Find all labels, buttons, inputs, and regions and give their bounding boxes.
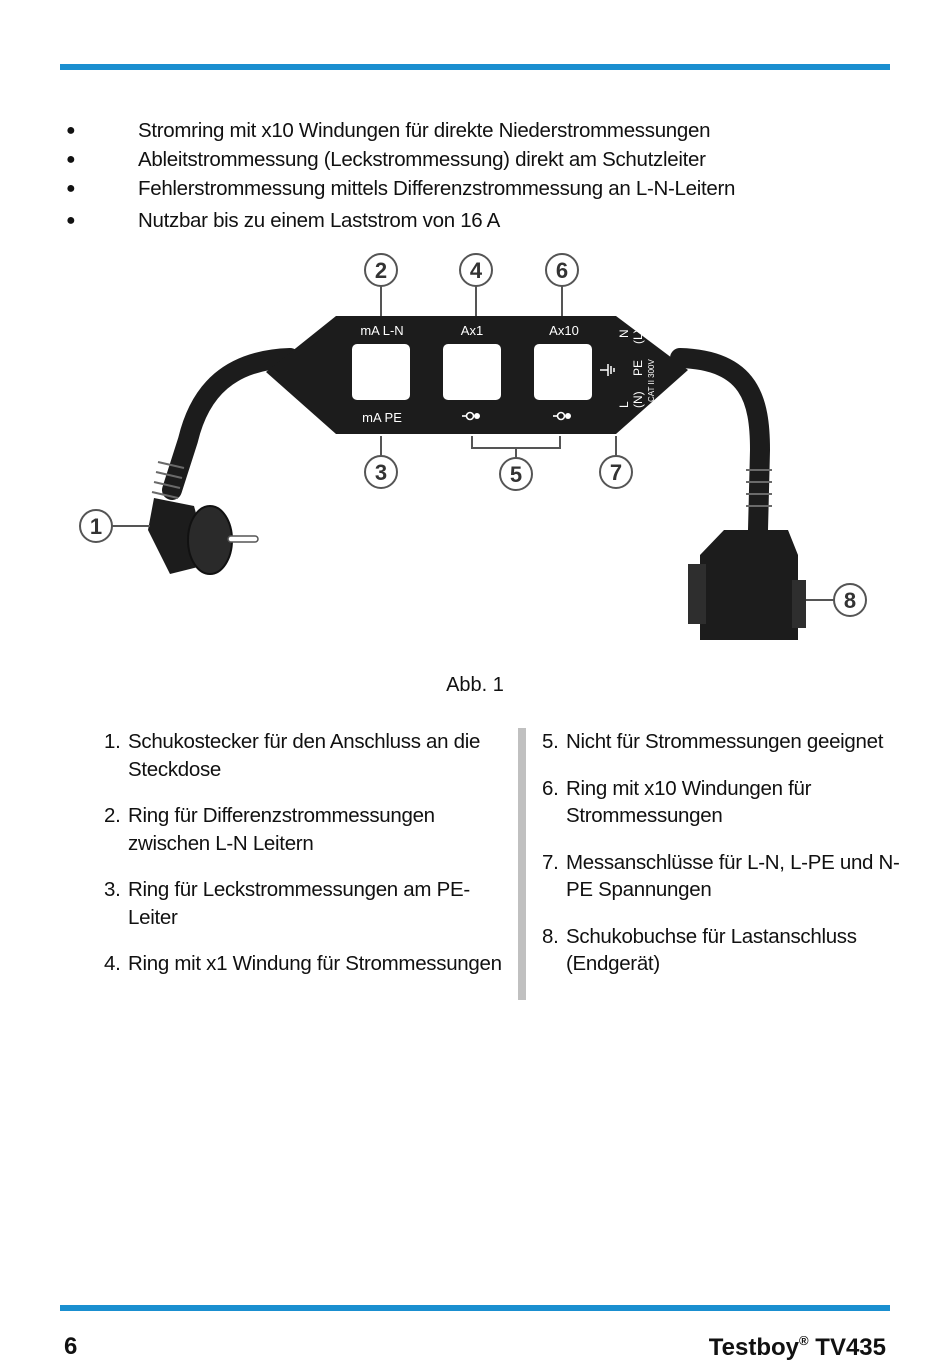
callout-7: 7: [599, 455, 633, 489]
label-cat-rating: CAT II 300V: [647, 359, 656, 403]
schuko-plug: [148, 498, 259, 575]
feature-item: ●Nutzbar bis zu einem Laststrom von 16 A: [62, 206, 902, 235]
ground-icon: [600, 364, 615, 376]
callout-4: 4: [459, 253, 493, 287]
svg-text:8: 8: [844, 588, 856, 613]
bottom-rule: [60, 1305, 890, 1311]
no-current-icon: [462, 411, 480, 421]
label-terminal-n: N: [617, 329, 631, 338]
device-figure: mA L-N Ax1 Ax10 mA PE L (N) PE N (L) CAT…: [79, 253, 867, 640]
feature-list: ●Stromring mit x10 Windungen für direkte…: [62, 116, 902, 235]
label-terminal-l: L: [617, 401, 631, 408]
svg-text:1: 1: [90, 514, 102, 539]
callout-3: 3: [364, 455, 398, 489]
legend-left: 1.Schukostecker für den Anschluss an die…: [104, 728, 516, 997]
svg-text:4: 4: [470, 258, 483, 283]
label-terminal-pe: PE: [631, 360, 645, 376]
callout-8: 8: [833, 583, 867, 617]
bullet-icon: ●: [66, 180, 76, 197]
label-terminal-l-paren: (L): [631, 329, 645, 344]
svg-text:7: 7: [610, 460, 622, 485]
right-cable: [670, 348, 771, 540]
left-cable: [162, 348, 300, 500]
legend-item: 6.Ring mit x10 Windungen für Strommessun…: [542, 776, 812, 828]
legend-item: 7.Messanschlüsse für L-N, L-PE und N-PE …: [542, 850, 900, 902]
schuko-socket: [688, 530, 806, 640]
no-current-icon: [553, 411, 571, 421]
ring-window-ax1: [443, 344, 501, 400]
svg-text:6: 6: [556, 258, 568, 283]
legend-item: 1.Schukostecker für den Anschluss an die…: [104, 730, 481, 781]
callout-1: 1: [79, 509, 113, 543]
label-terminal-n-paren: (N): [631, 391, 645, 408]
bullet-icon: ●: [66, 212, 76, 229]
legend-item: 2.Ring für Differenzstrommessungen zwisc…: [104, 804, 435, 855]
page-number: 6: [64, 1333, 78, 1360]
svg-text:3: 3: [375, 460, 387, 485]
legend-item: 5.Nicht für Strommessungen geeignet: [542, 730, 884, 753]
bullet-icon: ●: [66, 122, 76, 139]
feature-item: ●Fehlerstrommessung mittels Differenzstr…: [62, 174, 902, 203]
brand-name: Testboy® TV435: [708, 1333, 886, 1361]
svg-text:2: 2: [375, 258, 387, 283]
label-ax1: Ax1: [461, 323, 483, 338]
figure-caption: Abb. 1: [446, 674, 504, 696]
callout-6: 6: [545, 253, 579, 287]
ring-window-ma: [352, 344, 410, 400]
legend-item: 8.Schukobuchse für Lastanschluss (Endger…: [542, 924, 857, 976]
label-ma-ln: mA L-N: [360, 323, 403, 338]
top-rule: [60, 64, 890, 70]
bullet-icon: ●: [66, 151, 76, 168]
label-ma-pe: mA PE: [362, 410, 402, 425]
feature-item: ●Stromring mit x10 Windungen für direkte…: [62, 116, 902, 145]
legend-item: 4.Ring mit x1 Windung für Strommessungen: [104, 952, 502, 975]
right-cable-ribs: [746, 469, 772, 507]
legend-right: 5.Nicht für Strommessungen geeignet 6.Ri…: [542, 728, 912, 997]
label-ax10: Ax10: [549, 323, 579, 338]
ring-window-ax10: [534, 344, 592, 400]
legend-item: 3.Ring für Leckstrommessungen am PE-Leit…: [104, 878, 470, 929]
svg-text:5: 5: [510, 462, 522, 487]
callout-2: 2: [364, 253, 398, 287]
left-cable-ribs: [151, 461, 185, 499]
feature-item: ●Ableitstrommessung (Leckstrommessung) d…: [62, 145, 902, 174]
callout-5: 5: [499, 457, 533, 491]
column-divider: [518, 728, 526, 1000]
